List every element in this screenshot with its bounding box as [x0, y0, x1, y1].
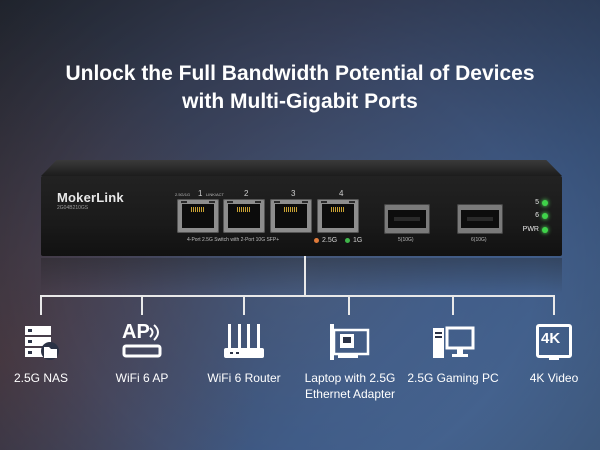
rj45-port-2: [223, 199, 265, 233]
rj45-port-1: [177, 199, 219, 233]
device-nas: 2.5G NAS: [0, 320, 89, 386]
device-gaming-pc: 2.5G Gaming PC: [405, 320, 501, 386]
legend-dot-1g: [345, 238, 350, 243]
sfp-label-6: 6(10G): [471, 237, 487, 243]
legend-label-2-5g: 2.5G: [322, 237, 338, 244]
ethernet-adapter-icon: [290, 320, 410, 364]
4k-icon-text: 4K: [541, 330, 561, 347]
brand-logo: MokerLink: [57, 190, 124, 205]
connector-drop-1: [40, 295, 42, 315]
device-wifi-ap: AP WiFi 6 AP: [94, 320, 190, 386]
status-label-5: 5: [535, 199, 539, 206]
port-number-4: 4: [339, 189, 344, 198]
switch-top-face: [41, 160, 562, 176]
legend-dot-2-5g: [314, 238, 319, 243]
connector-trunk: [304, 256, 306, 296]
device-label-wifi-ap: WiFi 6 AP: [115, 371, 169, 385]
connector-drop-3: [243, 295, 245, 315]
rj45-port-4: [317, 199, 359, 233]
ap-icon-text: AP: [122, 321, 150, 343]
4k-video-icon: 4K: [506, 320, 600, 364]
legend-label-1g: 1G: [353, 237, 363, 244]
headline-line-2: with Multi-Gigabit Ports: [182, 90, 418, 113]
connector-drop-5: [452, 295, 454, 315]
network-switch: MokerLink 2G04B210GS 2.5G/1G LINK/ACT 1 …: [41, 160, 562, 256]
status-label-pwr: PWR: [522, 226, 539, 233]
port-number-3: 3: [291, 189, 296, 198]
rj45-port-3: [270, 199, 312, 233]
connector-drop-2: [141, 295, 143, 315]
nas-server-icon: [0, 320, 89, 364]
port-number-2: 2: [244, 189, 249, 198]
device-label-ethernet-adapter: Laptop with 2.5G Ethernet Adapter: [304, 371, 396, 401]
gaming-pc-icon: [405, 320, 501, 364]
device-wifi-router: WiFi 6 Router: [196, 320, 292, 386]
device-label-gaming-pc: 2.5G Gaming PC: [407, 371, 499, 385]
headline-line-1: Unlock the Full Bandwidth Potential of D…: [65, 62, 535, 85]
link-act-label: LINK/ACT: [206, 192, 225, 197]
device-label-nas: 2.5G NAS: [13, 371, 69, 385]
connector-bus: [40, 295, 554, 297]
status-led-5: [542, 200, 548, 206]
status-led-6: [542, 213, 548, 219]
sfp-port-5: [384, 204, 430, 234]
device-4k-video: 4K 4K Video: [506, 320, 600, 386]
port-speed-label: 2.5G/1G: [175, 192, 191, 197]
port-number-1: 1: [198, 189, 203, 198]
device-label-4k-video: 4K Video: [529, 371, 579, 385]
sfp-label-5: 5(10G): [398, 237, 414, 243]
switch-reflection: [41, 258, 562, 294]
sfp-port-6: [457, 204, 503, 234]
headline: Unlock the Full Bandwidth Potential of D…: [0, 60, 600, 116]
model-number: 2G04B210GS: [57, 205, 89, 211]
connector-drop-6: [553, 295, 555, 315]
wifi-ap-icon: AP: [94, 320, 190, 364]
device-ethernet-adapter: Laptop with 2.5G Ethernet Adapter: [290, 320, 410, 402]
device-label-wifi-router: WiFi 6 Router: [207, 371, 281, 385]
status-led-pwr: [542, 227, 548, 233]
wifi-router-icon: [196, 320, 292, 364]
switch-description: 4-Port 2.5G Switch with 2-Port 10G SFP+: [187, 237, 280, 243]
status-label-6: 6: [535, 212, 539, 219]
connector-drop-4: [348, 295, 350, 315]
